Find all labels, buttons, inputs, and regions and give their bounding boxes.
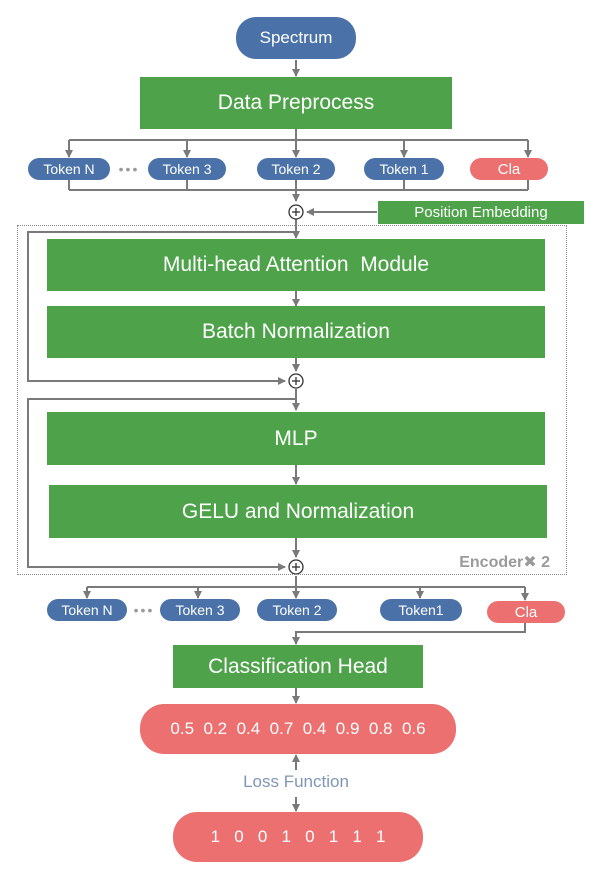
- spectrum-input-node: Spectrum: [236, 17, 356, 59]
- encoder-repeat-text: Encoder✖ 2: [459, 554, 550, 571]
- encoder-frame: [17, 225, 567, 575]
- token-label: Token 2: [271, 161, 321, 177]
- prediction-output: 0.5 0.2 0.4 0.7 0.4 0.9 0.8 0.6: [140, 704, 456, 754]
- batch-normalization-block: Batch Normalization: [47, 306, 545, 358]
- loss-function-label: Loss Function: [196, 772, 396, 796]
- gelu-normalization-block: GELU and Normalization: [49, 485, 547, 538]
- ellipsis-bottom: •••: [128, 599, 160, 621]
- target-output: 1 0 0 1 0 1 1 1: [173, 812, 423, 862]
- loss-function-text: Loss Function: [243, 772, 349, 791]
- ellipsis-text: •••: [118, 161, 140, 177]
- cla-label: Cla: [514, 603, 538, 621]
- token-label: Token 1: [379, 161, 429, 177]
- batch-normalization-label: Batch Normalization: [202, 320, 390, 343]
- token-label: Token 3: [175, 602, 225, 618]
- mlp-block: MLP: [47, 412, 545, 465]
- prediction-values: 0.5 0.2 0.4 0.7 0.4 0.9 0.8 0.6: [170, 719, 426, 738]
- token-2-top: Token 2: [257, 158, 335, 180]
- spectrum-label: Spectrum: [259, 28, 333, 47]
- ellipsis-top: •••: [112, 158, 146, 180]
- token-n-bottom: Token N: [47, 599, 127, 621]
- encoder-repeat-label: Encoder✖ 2: [440, 552, 550, 572]
- token-label: Token 2: [272, 602, 322, 618]
- target-values: 1 0 0 1 0 1 1 1: [210, 827, 386, 846]
- data-preprocess-label: Data Preprocess: [217, 91, 375, 114]
- position-embedding-label: Position Embedding: [414, 204, 548, 221]
- cla-token-top: Cla: [470, 158, 548, 180]
- position-embedding-block: Position Embedding: [378, 201, 584, 224]
- classification-head-block: Classification Head: [173, 645, 423, 688]
- token-3-bottom: Token 3: [160, 599, 240, 621]
- token-label: Token N: [61, 602, 113, 618]
- token-label: Token N: [43, 161, 95, 177]
- mlp-label: MLP: [274, 426, 318, 450]
- token-2-bottom: Token 2: [257, 599, 337, 621]
- token-label: Token1: [398, 602, 444, 618]
- attention-label: Multi-head Attention Module: [162, 253, 430, 276]
- attention-block: Multi-head Attention Module: [47, 239, 545, 291]
- data-preprocess-block: Data Preprocess: [140, 77, 452, 129]
- gelu-normalization-label: GELU and Normalization: [181, 499, 415, 523]
- token-label: Token 3: [162, 161, 212, 177]
- token-1-top: Token 1: [364, 158, 444, 180]
- ellipsis-text: •••: [133, 602, 155, 618]
- token-1-bottom: Token1: [380, 599, 462, 621]
- token-3-top: Token 3: [148, 158, 226, 180]
- token-n-top: Token N: [28, 158, 110, 180]
- classification-head-label: Classification Head: [208, 654, 388, 678]
- cla-label: Cla: [497, 160, 521, 178]
- cla-token-bottom: Cla: [487, 601, 565, 623]
